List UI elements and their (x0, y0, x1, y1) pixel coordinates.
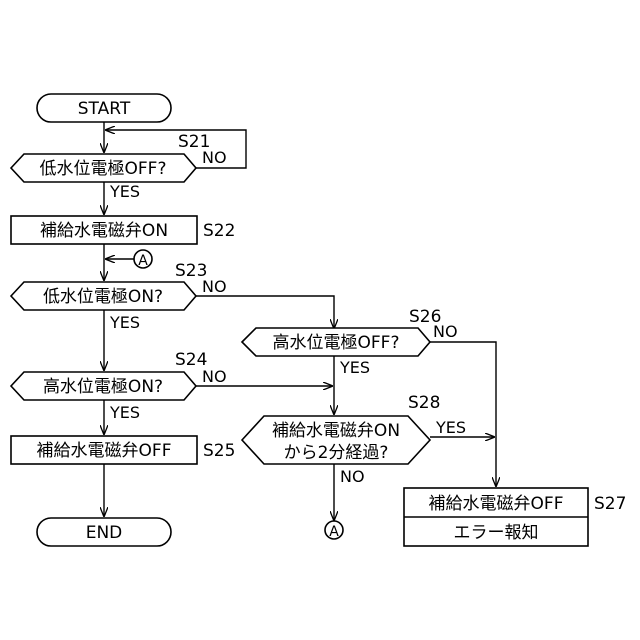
step-label-s28: S28 (408, 393, 440, 413)
s24-yes-label: YES (109, 403, 140, 422)
s21-text: 低水位電極OFF? (40, 159, 167, 179)
s21-no-label: NO (202, 148, 227, 167)
step-label-s22: S22 (203, 221, 235, 241)
step-label-s25: S25 (203, 441, 235, 461)
flow-s26-no (430, 342, 496, 486)
s22-text: 補給水電磁弁ON (40, 221, 168, 241)
s23-text: 低水位電極ON? (43, 287, 163, 307)
flow-s23-no (196, 296, 334, 328)
s26-yes-label: YES (339, 358, 370, 377)
s26-no-label: NO (433, 322, 458, 341)
s24-text: 高水位電極ON? (43, 377, 163, 397)
connector-a-top-label: A (138, 253, 148, 269)
connector-a-bottom-label: A (329, 524, 339, 540)
s27-text: 補給水電磁弁OFF (429, 494, 564, 514)
s23-no-label: NO (202, 277, 227, 296)
s25-text: 補給水電磁弁OFF (37, 441, 172, 461)
s23-yes-label: YES (109, 313, 140, 332)
start-label: START (78, 99, 131, 119)
s26-text: 高水位電極OFF? (273, 333, 400, 353)
step-label-s27: S27 (594, 494, 626, 514)
s28-text-line1: 補給水電磁弁ON (272, 421, 400, 441)
s28-no-label: NO (340, 467, 365, 486)
s27-subtext: エラー報知 (454, 523, 539, 543)
s21-yes-label: YES (109, 182, 140, 201)
s28-yes-label: YES (435, 418, 466, 437)
s24-no-label: NO (202, 367, 227, 386)
end-label: END (86, 523, 123, 543)
s28-text-line2: から2分経過? (284, 443, 389, 463)
